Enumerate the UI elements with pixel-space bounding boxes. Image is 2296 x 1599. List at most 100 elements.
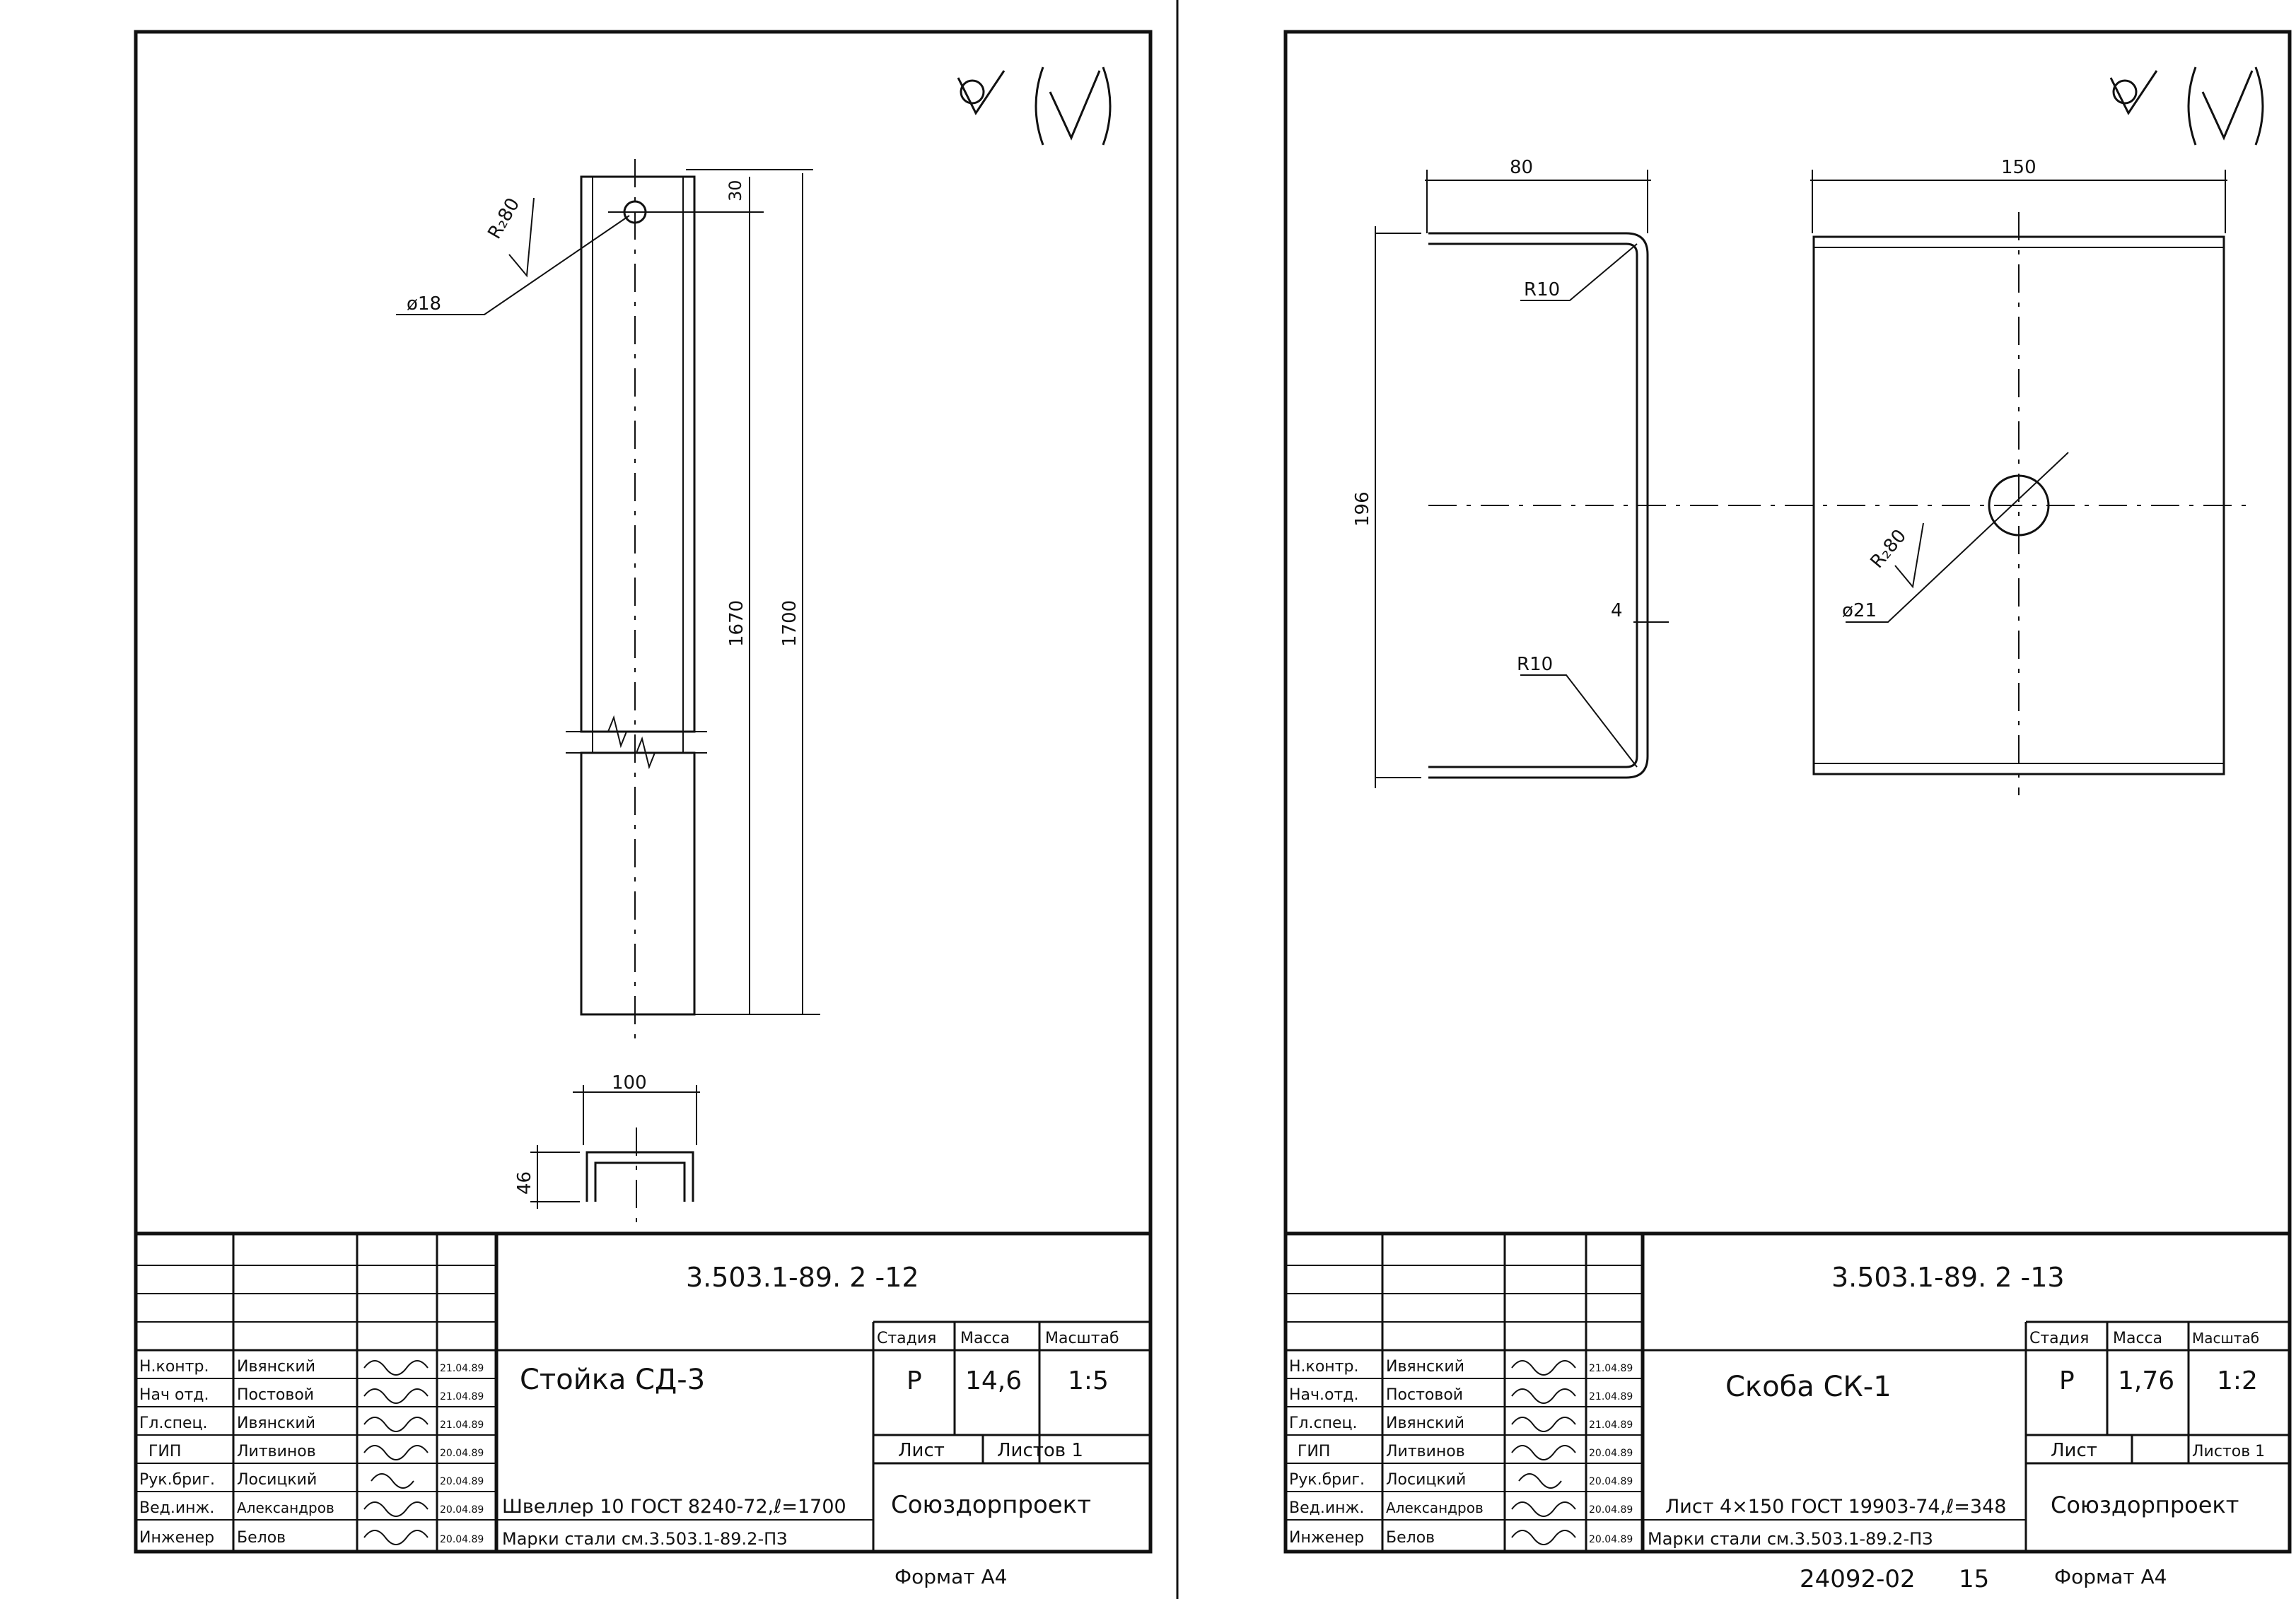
- sheet-12-designation: 3.503.1-89. 2 -12: [686, 1262, 919, 1293]
- sheet-12-stage-header: Стадия: [877, 1330, 936, 1347]
- sheet-13-radius-bottom: R10: [1517, 654, 1553, 675]
- role-label: Вед.инж.: [139, 1499, 214, 1517]
- sheet-13-dim-flange: 80: [1510, 157, 1533, 178]
- sheet-12-frame: [134, 30, 1153, 1554]
- sheet-13-organization: Союздорпроект: [2051, 1492, 2239, 1518]
- role-label: Гл.спец.: [1289, 1414, 1357, 1432]
- sheet-12-dim-height: 46: [514, 1171, 535, 1195]
- role-date: 20.04.89: [440, 1504, 484, 1516]
- role-date: 20.04.89: [1589, 1448, 1633, 1459]
- role-name: Ивянский: [1386, 1414, 1464, 1432]
- role-date: 21.04.89: [440, 1363, 484, 1374]
- sheet-12-title-block: [136, 1231, 1150, 1552]
- role-name: Лосицкий: [1386, 1471, 1466, 1489]
- role-date: 20.04.89: [440, 1476, 484, 1487]
- sheet-13-archive-number: 24092-02: [1800, 1565, 1916, 1593]
- sheet-13-sheets-label: Листов 1: [2192, 1443, 2265, 1460]
- sheet-13-dim-height: 196: [1352, 491, 1373, 527]
- role-name: Литвинов: [237, 1443, 316, 1460]
- sheet-12-stage: Р: [907, 1366, 922, 1395]
- role-label: Инженер: [1289, 1529, 1364, 1547]
- sheet-12-material-1: Швеллер 10 ГОСТ 8240-72,ℓ=1700: [502, 1496, 846, 1518]
- sheet-13-hole-dim: ø21: [1842, 600, 1877, 621]
- sheet-13-scale-header: Масштаб: [2192, 1330, 2259, 1347]
- sheet-13-material-2: Марки стали см.3.503.1-89.2-ПЗ: [1648, 1529, 1933, 1549]
- role-label: Н.контр.: [139, 1358, 209, 1376]
- plate-front-view: [1732, 170, 2249, 795]
- role-name: Литвинов: [1386, 1443, 1465, 1460]
- role-date: 21.04.89: [440, 1391, 484, 1402]
- sheet-13-title-block: [1286, 1231, 2290, 1552]
- sheet-13-dim-width: 150: [2001, 157, 2036, 178]
- sheet-12-surface-mark: R₂80: [484, 194, 524, 242]
- role-date: 21.04.89: [1589, 1419, 1633, 1431]
- sheet-13-designation: 3.503.1-89. 2 -13: [1831, 1262, 2065, 1293]
- role-name: Ивянский: [237, 1414, 315, 1432]
- role-date: 20.04.89: [1589, 1504, 1633, 1516]
- channel-elevation: [396, 159, 764, 1046]
- surface-finish-symbol: [957, 66, 1112, 146]
- role-label: Рук.бриг.: [139, 1471, 215, 1489]
- role-name: Белов: [237, 1529, 286, 1547]
- sheet-13-material-1: Лист 4×150 ГОСТ 19903-74,ℓ=348: [1665, 1496, 2006, 1518]
- role-date: 21.04.89: [1589, 1391, 1633, 1402]
- role-label: Вед.инж.: [1289, 1499, 1364, 1517]
- sheet-13-mass-header: Масса: [2113, 1330, 2162, 1347]
- role-label: Гл.спец.: [139, 1414, 207, 1432]
- role-name: Ивянский: [237, 1358, 315, 1376]
- role-label: ГИП: [148, 1443, 181, 1460]
- sheet-12-organization: Союздорпроект: [891, 1491, 1091, 1519]
- channel-section: [530, 1085, 700, 1230]
- role-name: Александров: [1386, 1499, 1484, 1516]
- sheet-12-dim-inner: 1670: [726, 600, 747, 647]
- role-date: 21.04.89: [440, 1419, 484, 1431]
- sheet-12-roles: Н.контр. Ивянский 21.04.89 Нач отд. Пост…: [139, 1358, 484, 1547]
- sheet-13-stage: Р: [2059, 1366, 2075, 1395]
- sheet-13-format: Формат А4: [2054, 1565, 2167, 1588]
- sheet-13-dim-thickness: 4: [1611, 600, 1623, 621]
- role-date: 20.04.89: [440, 1534, 484, 1545]
- sheet-12-dim-width: 100: [612, 1072, 647, 1094]
- role-name: Александров: [237, 1499, 334, 1516]
- sheet-12-scale-header: Масштаб: [1045, 1330, 1119, 1347]
- sheet-13-stage-header: Стадия: [2029, 1330, 2089, 1347]
- sheet-13-sheet-label: Лист: [2051, 1440, 2097, 1461]
- role-name: Белов: [1386, 1529, 1435, 1547]
- role-label: ГИП: [1298, 1443, 1330, 1460]
- sheet-13-title: Скоба СК-1: [1725, 1371, 1892, 1403]
- sheet-12-mass: 14,6: [965, 1366, 1022, 1395]
- role-name: Ивянский: [1386, 1358, 1464, 1376]
- role-label: Инженер: [139, 1529, 214, 1547]
- surface-finish-symbol: [2109, 66, 2264, 146]
- sheet-12-scale: 1:5: [1068, 1366, 1109, 1395]
- role-label: Нач отд.: [139, 1386, 209, 1404]
- sheet-12-sheet-label: Лист: [898, 1440, 945, 1461]
- role-label: Нач.отд.: [1289, 1386, 1359, 1404]
- sheet-12-sheets-label: Листов 1: [997, 1440, 1083, 1461]
- role-date: 20.04.89: [440, 1448, 484, 1459]
- bracket-side-view: [1375, 170, 1732, 788]
- role-name: Лосицкий: [237, 1471, 317, 1489]
- sheet-12-title: Стойка СД-3: [520, 1364, 705, 1396]
- sheet-13-mass: 1,76: [2118, 1366, 2174, 1395]
- sheet-13-radius-top: R10: [1524, 279, 1560, 300]
- role-label: Рук.бриг.: [1289, 1471, 1365, 1489]
- role-label: Н.контр.: [1289, 1358, 1358, 1376]
- sheet-12-material-2: Марки стали см.3.503.1-89.2-ПЗ: [502, 1529, 788, 1549]
- sheet-13-roles: Н.контр. Ивянский 21.04.89 Нач.отд. Пост…: [1289, 1358, 1633, 1547]
- sheet-13-frame: [1283, 30, 2292, 1554]
- sheet-12: ø18 R₂80 30 1670 1700 100 46: [134, 30, 1153, 1588]
- sheet-12-dim-top: 30: [725, 180, 745, 201]
- sheet-12-mass-header: Масса: [960, 1330, 1010, 1347]
- dims-right: [686, 169, 820, 1015]
- sheet-12-format: Формат А4: [894, 1565, 1007, 1588]
- sheet-13-page-number: 15: [1959, 1565, 1989, 1593]
- role-date: 20.04.89: [1589, 1534, 1633, 1545]
- role-name: Постовой: [1386, 1386, 1463, 1404]
- role-date: 20.04.89: [1589, 1476, 1633, 1487]
- sheet-13-signatures: [1511, 1360, 1576, 1545]
- sheet-12-signatures: [363, 1360, 429, 1545]
- role-name: Постовой: [237, 1386, 314, 1404]
- sheet-13: 80 150 196 4 R10 R10 ø21 R₂80: [1283, 30, 2292, 1593]
- role-date: 21.04.89: [1589, 1363, 1633, 1374]
